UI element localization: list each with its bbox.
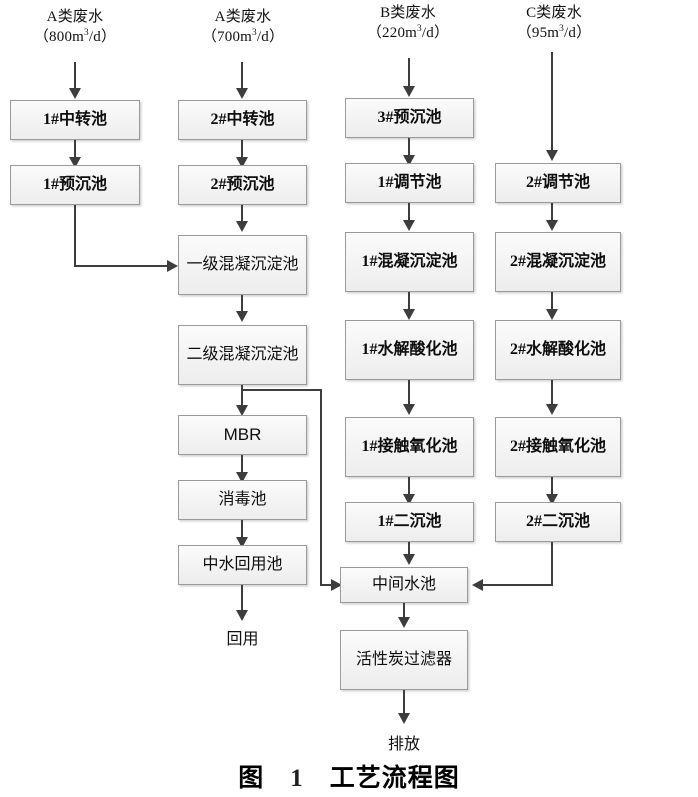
caption-number: 1 [290, 765, 304, 792]
caption-prefix: 图 [238, 765, 265, 792]
arrowhead-b-3to4 [403, 309, 415, 320]
arrowhead-a1-merge [167, 260, 178, 272]
arrowhead-erji-branch [331, 579, 342, 591]
process-box-zhongshui-huiyongchi[interactable]: 中水回用池 [178, 545, 307, 585]
arrowhead-c-merge [472, 579, 483, 591]
connector-c-3to4 [551, 380, 553, 408]
arrowhead-a1-1to2 [69, 157, 81, 168]
process-box-mbr[interactable]: MBR [178, 415, 307, 455]
process-box-1-zhongzhuanchi[interactable]: 1#中转池 [10, 100, 140, 140]
connector-erji-branch-vertical [320, 389, 322, 586]
arrowhead-b-source [403, 86, 415, 97]
arrowhead-b-4to5 [403, 404, 415, 415]
process-box-1-tiaojiechi[interactable]: 1#调节池 [345, 163, 474, 203]
process-box-2-yuchenchi[interactable]: 2#预沉池 [178, 165, 307, 205]
process-box-huoxingtan-guolvqi[interactable]: 活性炭过滤器 [340, 630, 468, 690]
arrowhead-a2-5to6 [236, 472, 248, 483]
arrowhead-b-2to3 [403, 220, 415, 231]
process-box-2-tiaojiechi[interactable]: 2#调节池 [495, 163, 621, 203]
source-label-c: C类废水 （95m3/d） [489, 4, 619, 44]
connector-a2-6to7 [241, 520, 243, 540]
connector-c-merge-horizontal [483, 584, 553, 586]
caption-title: 工艺流程图 [329, 765, 460, 792]
connector-zhongjian-to-huoxingtan [403, 603, 405, 619]
connector-a2-5to6 [241, 455, 243, 475]
arrowhead-common-endpoint [398, 713, 410, 724]
connector-a1-1to2 [74, 140, 76, 160]
arrowhead-b-5to6 [403, 494, 415, 505]
endpoint-huiyong: 回用 [226, 631, 259, 648]
source-name: B类废水 [380, 5, 436, 21]
process-box-2-zhongzhuanchi[interactable]: 2#中转池 [178, 100, 307, 140]
arrowhead-c-1to2 [546, 220, 558, 231]
connector-a1-merge-horizontal [74, 265, 168, 267]
process-box-2-shuijie-suanhuachi[interactable]: 2#水解酸化池 [495, 320, 621, 380]
arrowhead-a2-2to3 [236, 221, 248, 232]
arrowhead-a2-4to5 [236, 405, 248, 416]
arrowhead-c-3to4 [546, 404, 558, 415]
source-flow: （95m3/d） [516, 23, 592, 41]
connector-c-source [551, 52, 553, 152]
connector-a2-3to4 [241, 295, 243, 313]
arrowhead-a1-source [69, 88, 81, 99]
arrowhead-a2-3to4 [236, 311, 248, 322]
arrowhead-a2-endpoint [236, 610, 248, 621]
process-box-xiaoduchi[interactable]: 消毒池 [178, 480, 307, 520]
connector-a1-source [74, 62, 76, 90]
connector-a2-1to2 [241, 140, 243, 160]
connector-erji-branch-into-zhongjian [320, 584, 335, 586]
connector-b-1to2 [408, 138, 410, 158]
arrowhead-zhongjian-to-huoxingtan [398, 617, 410, 628]
process-box-2-jiechu-yanghuachi[interactable]: 2#接触氧化池 [495, 417, 621, 477]
process-box-1-yuchenchi[interactable]: 1#预沉池 [10, 165, 140, 205]
connector-c-2to3 [551, 292, 553, 312]
process-box-2-hunning-chendianchi[interactable]: 2#混凝沉淀池 [495, 232, 621, 292]
arrowhead-b-to-zhongjian [403, 554, 415, 565]
source-flow: （700m3/d） [201, 27, 285, 45]
process-box-1-shuijie-suanhuachi[interactable]: 1#水解酸化池 [345, 320, 474, 380]
process-box-1-erchenchi[interactable]: 1#二沉池 [345, 502, 474, 542]
process-box-erji-hunning-chendianchi[interactable]: 二级混凝沉淀池 [178, 325, 307, 385]
connector-b-to-zhongjian [408, 542, 410, 556]
source-name: A类废水 [214, 9, 272, 25]
connector-a2-4to5 [241, 385, 243, 409]
connector-c-merge-vertical [551, 542, 553, 586]
connector-b-5to6 [408, 477, 410, 497]
arrowhead-c-4to5 [546, 494, 558, 505]
process-box-yiji-hunning-chendianchi[interactable]: 一级混凝沉淀池 [178, 235, 307, 295]
connector-b-2to3 [408, 203, 410, 223]
connector-a2-source [241, 62, 243, 90]
connector-b-4to5 [408, 380, 410, 408]
arrowhead-c-2to3 [546, 309, 558, 320]
arrowhead-a2-1to2 [236, 157, 248, 168]
connector-b-3to4 [408, 292, 410, 312]
endpoint-paifang: 排放 [387, 736, 420, 753]
source-label-a1: A类废水 （800m3/d） [10, 8, 140, 48]
source-flow: （800m3/d） [33, 27, 117, 45]
connector-c-1to2 [551, 203, 553, 223]
process-box-2-erchenchi[interactable]: 2#二沉池 [495, 502, 621, 542]
process-box-1-hunning-chendianchi[interactable]: 1#混凝沉淀池 [345, 232, 474, 292]
arrowhead-c-source [546, 150, 558, 161]
process-box-1-jiechu-yanghuachi[interactable]: 1#接触氧化池 [345, 417, 474, 477]
source-label-a2: A类废水 （700m3/d） [178, 8, 308, 48]
connector-b-source [408, 58, 410, 88]
connector-erji-branch-horizontal [241, 389, 322, 391]
source-name: A类废水 [46, 9, 104, 25]
source-label-b: B类废水 （220m3/d） [343, 4, 473, 44]
connector-huoxingtan-to-endpoint [403, 690, 405, 716]
connector-a2-7to-endpoint [241, 585, 243, 613]
process-box-zhongjian-shuichi[interactable]: 中间水池 [340, 567, 468, 603]
connector-a1-merge-vertical [74, 205, 76, 267]
arrowhead-a2-6to7 [236, 537, 248, 548]
arrowhead-a2-source [236, 88, 248, 99]
process-box-3-yuchenchi[interactable]: 3#预沉池 [345, 98, 474, 138]
source-name: C类废水 [526, 5, 582, 21]
arrowhead-b-1to2 [403, 155, 415, 166]
connector-c-4to5 [551, 477, 553, 497]
source-flow: （220m3/d） [366, 23, 450, 41]
connector-a2-2to3 [241, 205, 243, 223]
